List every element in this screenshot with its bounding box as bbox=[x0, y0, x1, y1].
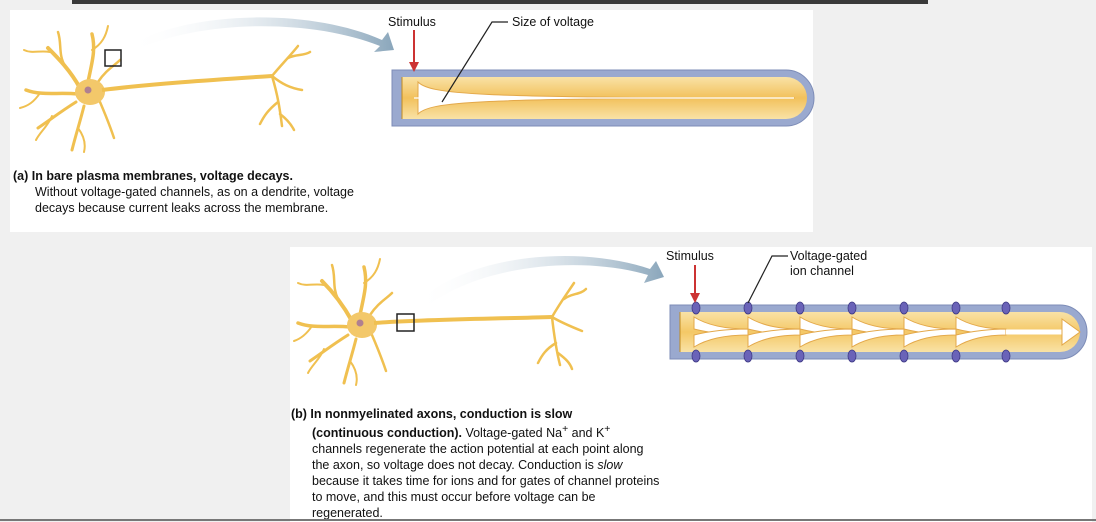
caption-b: (b) In nonmyelinated axons, conduction i… bbox=[291, 406, 661, 521]
neuron-b-axon bbox=[373, 315, 553, 325]
caption-a-body: Without voltage-gated channels, as on a … bbox=[35, 185, 354, 215]
zoom-box-a bbox=[104, 49, 122, 67]
neuron-a-nucleus bbox=[84, 86, 92, 94]
bottom-border-line bbox=[0, 519, 1096, 521]
callout-arrow-b bbox=[416, 255, 664, 309]
zoom-box-b bbox=[396, 313, 415, 332]
size-of-voltage-label: Size of voltage bbox=[512, 15, 594, 29]
channel-leader bbox=[747, 255, 788, 304]
caption-b-body: (continuous conduction). Voltage-gated N… bbox=[312, 424, 660, 521]
axon-tube-a bbox=[391, 69, 815, 127]
caption-a-heading: (a) In bare plasma membranes, voltage de… bbox=[13, 169, 293, 183]
neuron-b-terminal bbox=[536, 281, 588, 371]
stimulus-arrowhead-b bbox=[690, 293, 700, 303]
channel-label: Voltage-gated ion channel bbox=[790, 249, 867, 279]
neuron-a-axon bbox=[101, 74, 273, 92]
caption-b-heading-cont: (continuous conduction). bbox=[312, 426, 462, 441]
channel-label-line1: Voltage-gated bbox=[790, 249, 868, 263]
caption-a: (a) In bare plasma membranes, voltage de… bbox=[13, 168, 373, 216]
neuron-a bbox=[19, 25, 122, 153]
neuron-b bbox=[293, 258, 394, 386]
top-border-bar bbox=[72, 0, 928, 4]
ion-channels bbox=[691, 301, 1011, 363]
axon-tube-b bbox=[669, 301, 1088, 363]
callout-arrow-a bbox=[128, 17, 394, 52]
size-of-voltage-leader bbox=[441, 21, 508, 103]
panel-a: Stimulus Size of voltage (a) In bare pla… bbox=[10, 10, 815, 232]
panel-b-figure bbox=[293, 255, 1088, 386]
stimulus-label-b: Stimulus bbox=[666, 249, 714, 263]
panel-a-figure bbox=[19, 17, 815, 153]
channel-label-line2: ion channel bbox=[790, 264, 854, 278]
neuron-a-terminal bbox=[258, 44, 312, 132]
stimulus-label-a: Stimulus bbox=[388, 15, 436, 29]
neuron-b-nucleus bbox=[356, 319, 364, 327]
caption-b-heading: (b) In nonmyelinated axons, conduction i… bbox=[291, 407, 573, 421]
panel-b: Stimulus Voltage-gated ion channel (b) I… bbox=[290, 247, 1092, 522]
regeneration-wedges bbox=[693, 316, 1007, 348]
stimulus-arrowhead-a bbox=[409, 62, 419, 72]
